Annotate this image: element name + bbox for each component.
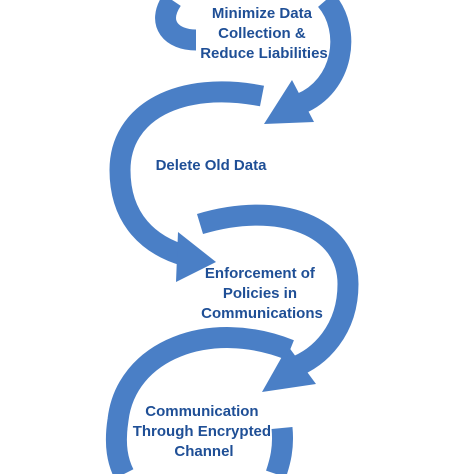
step-3-label-line-1: Enforcement of [205,265,316,282]
step-2-label-line-1: Delete Old Data [156,157,268,174]
step-2-arrow [109,81,265,282]
step-4-arrow [105,327,294,474]
step-4-arc [105,327,294,474]
step-3-arrowhead [262,346,316,392]
step-4-arc-tail [266,426,293,474]
step-4-label-line-2: Through Encrypted [133,423,271,440]
step-4-label-line-3: Channel [174,443,233,460]
step-2-arc [109,81,265,267]
step-3-label: Enforcement of Policies in Communication… [201,265,323,322]
step-1-arrowhead [264,80,314,124]
step-1-label-line-3: Reduce Liabilities [200,45,328,62]
step-3-arrow [196,204,359,392]
step-1-label: Minimize Data Collection & Reduce Liabil… [200,5,328,62]
step-1-label-line-1: Minimize Data [212,5,313,22]
step-2-label: Delete Old Data [156,157,268,174]
step-2-arrowhead [176,232,216,282]
step-3-label-line-2: Policies in [223,285,297,302]
step-1-arc-right [295,0,352,114]
step-3-arc [196,204,359,378]
step-1-label-line-2: Collection & [218,25,306,42]
step-4-label-line-1: Communication [145,403,258,420]
step-4-label: Communication Through Encrypted Channel [133,403,276,460]
step-1-arrow [155,0,352,124]
step-3-label-line-3: Communications [201,305,323,322]
step-1-arc [155,0,197,51]
